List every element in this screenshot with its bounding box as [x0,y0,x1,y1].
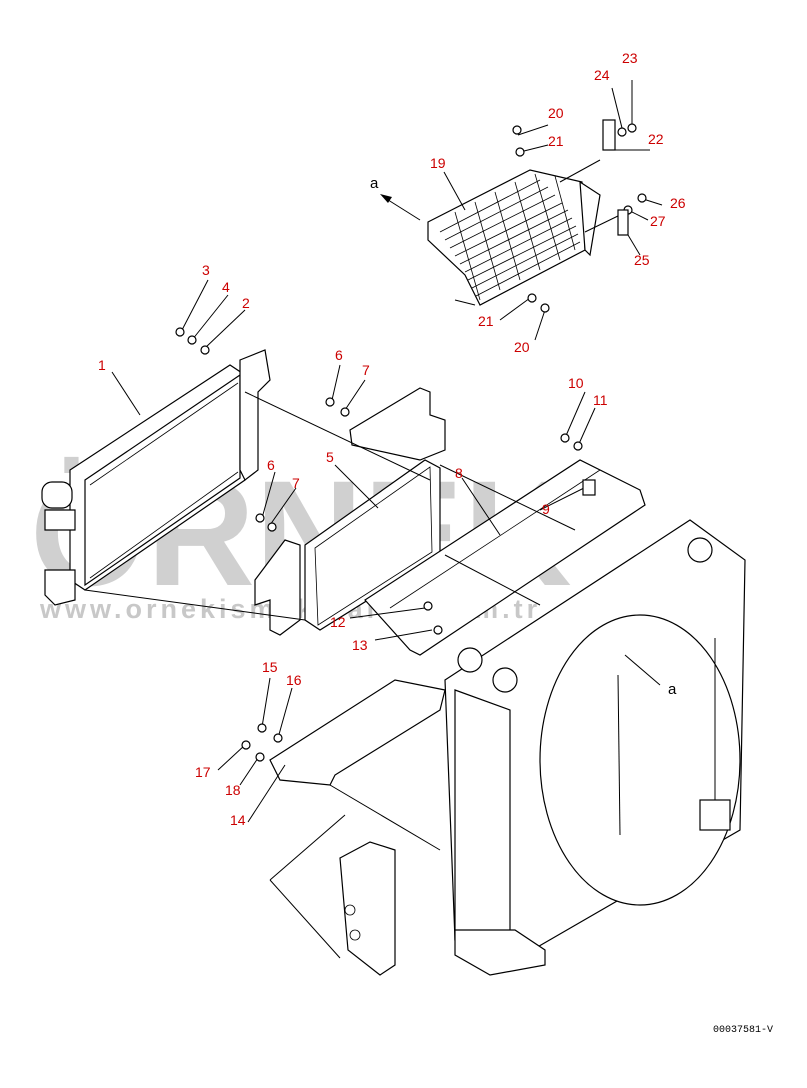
view-a-arrow [380,194,421,221]
callout-3: 3 [202,262,210,278]
callout-11: 11 [593,392,608,408]
bolts-and-washers [175,119,647,762]
callout-4: 4 [222,279,230,295]
callout-22: 22 [648,131,664,147]
callout-5: 5 [326,449,334,465]
callout-7a: 7 [362,362,370,378]
callout-numbers: 1 2 3 4 5 6 6 7 7 8 9 10 11 12 13 14 15 … [98,50,686,828]
callout-23: 23 [622,50,638,66]
callout-6a: 6 [335,347,343,363]
radiator-core [41,349,271,606]
callout-1: 1 [98,357,106,373]
side-bracket [254,539,301,636]
callout-8: 8 [455,465,463,481]
callout-17: 17 [195,764,211,780]
callout-15: 15 [262,659,278,675]
callout-9: 9 [542,501,550,517]
callout-20b: 20 [514,339,530,355]
upper-bracket [349,387,446,461]
lower-cover-14 [269,679,446,786]
callout-20a: 20 [548,105,564,121]
callout-2: 2 [242,295,250,311]
view-marker-a-top: a [370,175,379,192]
callout-13: 13 [352,637,368,653]
leader-lines [84,159,621,959]
long-strip-8 [364,459,646,656]
radiator-frame [444,519,746,976]
radiator-guard-screen [427,169,601,306]
callout-7b: 7 [292,475,300,491]
callout-19: 19 [430,155,446,171]
callout-25: 25 [634,252,650,268]
callout-21a: 21 [548,133,564,149]
callout-10: 10 [568,375,584,391]
callout-18: 18 [225,782,241,798]
callout-12: 12 [330,614,346,630]
callout-24: 24 [594,67,610,83]
callout-27: 27 [650,213,666,229]
callout-14: 14 [230,812,246,828]
callout-26: 26 [670,195,686,211]
callout-16: 16 [286,672,302,688]
callout-6b: 6 [267,457,275,473]
callout-leaders [111,80,663,823]
callout-21b: 21 [478,313,494,329]
bottom-bracket [339,841,396,976]
view-marker-a-frame: a [668,681,677,698]
reference-code: 00037581-V [713,1025,773,1036]
